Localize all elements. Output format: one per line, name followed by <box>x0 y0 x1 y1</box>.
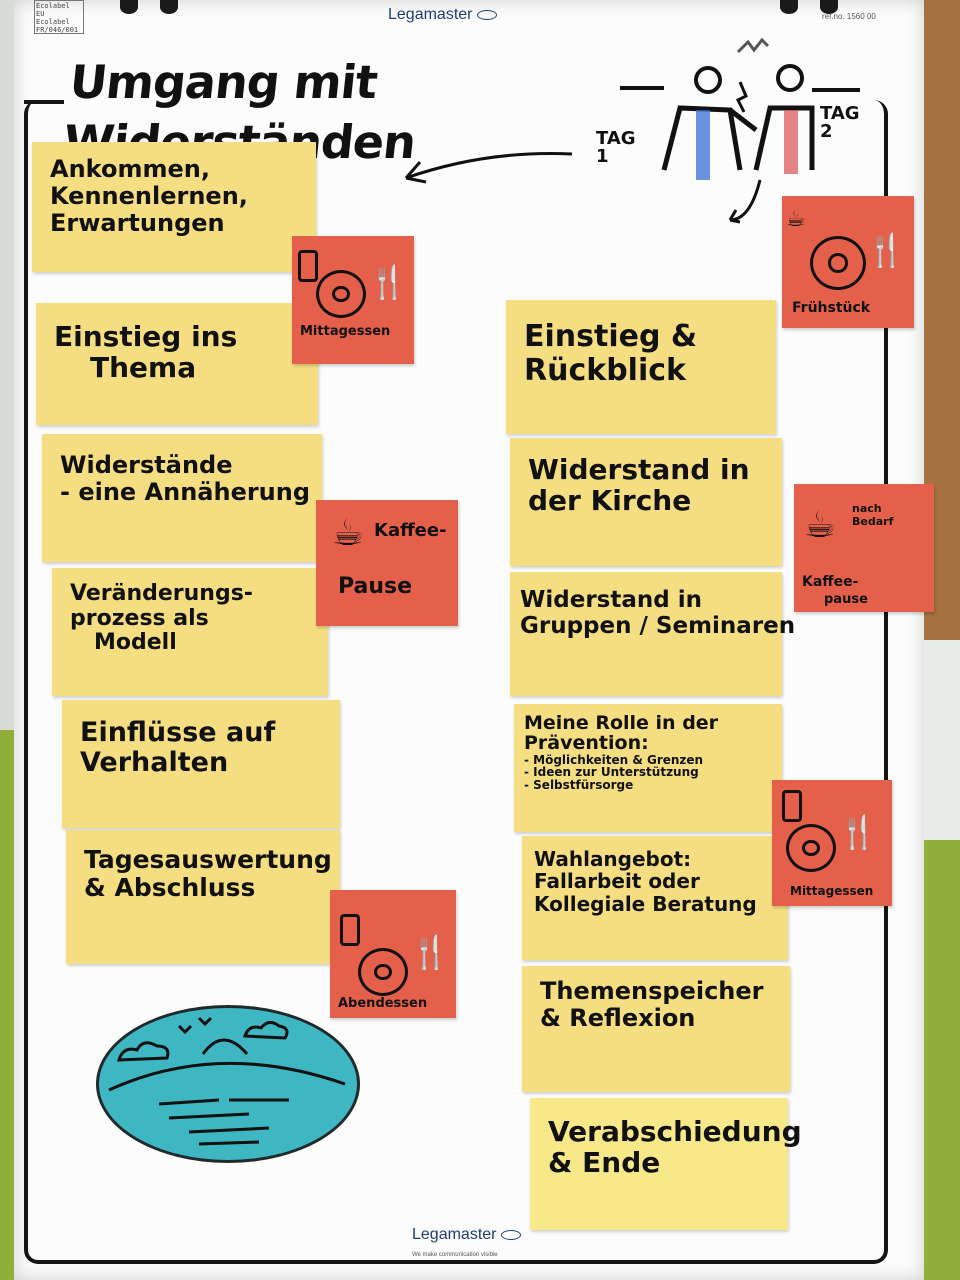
agenda-line: - eine Annäherung <box>60 477 311 506</box>
agenda-line: Widerstände <box>60 451 233 479</box>
agenda-item-left-5: Einflüsse auf Verhalten <box>62 700 340 828</box>
agenda-line: & Abschluss <box>84 873 256 902</box>
agenda-line: Ankommen, <box>50 155 210 183</box>
break-label: Mittagessen <box>300 324 391 339</box>
break-coffee-day1: ☕ Kaffee- Pause <box>316 500 458 626</box>
footer-brand: Legamaster <box>412 1226 521 1244</box>
eye-logo-icon <box>476 9 497 20</box>
agenda-item-right-1: Einstieg & Rückblick <box>506 300 776 434</box>
agenda-item-right-3: Widerstand in Gruppen / Seminaren <box>510 572 796 696</box>
agenda-line: Einstieg & <box>524 319 698 354</box>
agenda-line: & Ende <box>548 1146 661 1180</box>
agenda-line: Rückblick <box>524 352 686 388</box>
punch-hole <box>160 0 178 14</box>
brand-text: Legamaster <box>388 6 473 23</box>
arrow-left-icon <box>404 152 573 184</box>
reference-number: ref.no. 1560 00 <box>822 12 876 21</box>
sunset-drawing <box>108 1016 346 1146</box>
agenda-line: Themenspeicher <box>540 977 764 1005</box>
agenda-line: Tagesauswertung <box>84 845 332 874</box>
agenda-line: Meine Rolle in der <box>524 712 719 734</box>
cutlery-icon: 🍴 <box>410 933 450 971</box>
break-label: Kaffee- <box>802 574 859 590</box>
agenda-item-left-4: Veränderungs- prozess als Modell <box>52 568 328 696</box>
agenda-line: - Selbstfürsorge <box>524 778 634 793</box>
agenda-line: Wahlangebot: <box>534 847 692 871</box>
break-label: nach Bedarf <box>852 502 894 528</box>
plate-cutlery-icon <box>786 824 836 872</box>
agenda-line: Veränderungs- <box>70 581 253 606</box>
agenda-item-right-2: Widerstand in der Kirche <box>510 438 782 566</box>
agenda-line: Verabschiedung <box>548 1115 802 1148</box>
break-label: pause <box>824 592 868 607</box>
agenda-line: Erwartungen <box>50 208 225 237</box>
break-lunch-day1: 🍴 Mittagessen <box>292 236 414 364</box>
punch-hole <box>780 0 798 14</box>
glass-icon <box>782 790 802 822</box>
agenda-line: Einflüsse auf <box>80 717 276 748</box>
agenda-line: - Möglichkeiten & Grenzen <box>524 752 704 767</box>
cutlery-icon: 🍴 <box>838 813 878 851</box>
agenda-frame <box>24 100 888 1264</box>
break-label: Mittagessen <box>790 884 874 898</box>
day2-label: TAG 2 <box>820 103 860 142</box>
agenda-line: der Kirche <box>528 484 692 518</box>
break-label: Pause <box>338 574 413 599</box>
agenda-line: Verhalten <box>80 747 229 779</box>
agenda-line: Einstieg ins <box>54 320 238 353</box>
agenda-line: Widerstand in <box>528 453 750 486</box>
glass-icon <box>340 914 360 946</box>
agenda-line: Kennenlernen, <box>50 181 248 210</box>
break-lunch-day2: 🍴 Mittagessen <box>772 780 892 906</box>
break-label: Kaffee- <box>374 520 447 541</box>
punch-hole <box>820 0 838 14</box>
island-sunset-icon <box>96 1005 360 1163</box>
agenda-line: Fallarbeit oder <box>534 869 700 894</box>
coffee-cup-icon: ☕ <box>332 513 365 554</box>
ecolabel: Ecolabel EU Ecolabel FR/046/001 <box>34 0 84 34</box>
agenda-line: & Reflexion <box>540 1003 696 1032</box>
agenda-line: Gruppen / Seminaren <box>520 612 796 639</box>
agenda-line: prozess als <box>70 605 209 631</box>
coffee-cup-icon: ☕ <box>804 505 837 546</box>
agenda-line: Thema <box>90 351 197 385</box>
agenda-line: Kollegiale Beratung <box>534 891 757 916</box>
stick-figure-icon <box>620 37 860 224</box>
footer-brand-text: Legamaster <box>412 1226 497 1243</box>
punch-hole <box>120 0 138 14</box>
brand-logo: Legamaster <box>388 6 497 24</box>
agenda-item-left-3: Widerstände - eine Annäherung <box>42 434 322 562</box>
agenda-line: Widerstand in <box>520 587 702 613</box>
glass-icon <box>298 250 318 282</box>
break-breakfast: ☕ 🍴 Frühstück <box>782 196 914 328</box>
agenda-item-left-2: Einstieg ins Thema <box>36 303 318 425</box>
break-coffee-day2: ☕ nach Bedarf Kaffee- pause <box>794 484 934 612</box>
agenda-item-left-1: Ankommen, Kennenlernen, Erwartungen <box>32 142 316 272</box>
plate-cutlery-icon <box>810 236 866 290</box>
agenda-item-right-5: Wahlangebot: Fallarbeit oder Kollegiale … <box>522 836 788 960</box>
agenda-line: Prävention: <box>524 731 649 754</box>
footer-tagline: We make communication visible <box>412 1252 498 1258</box>
agenda-line: - Ideen zur Unterstützung <box>524 765 699 780</box>
agenda-item-right-4: Meine Rolle in der Prävention: - Möglich… <box>514 704 782 832</box>
break-dinner: 🍴 Abendessen <box>330 890 456 1018</box>
cutlery-icon: 🍴 <box>368 263 408 301</box>
cutlery-icon: 🍴 <box>866 231 906 269</box>
agenda-frame-top <box>24 100 64 104</box>
coffee-cup-icon: ☕ <box>786 207 806 232</box>
day1-label: TAG 1 <box>596 128 636 167</box>
agenda-item-right-7: Verabschiedung & Ende <box>530 1098 802 1230</box>
break-label: Abendessen <box>338 996 428 1011</box>
agenda-item-left-6: Tagesauswertung & Abschluss <box>66 830 340 964</box>
agenda-item-right-6: Themenspeicher & Reflexion <box>522 966 790 1092</box>
plate-cutlery-icon <box>316 270 366 318</box>
plate-cutlery-icon <box>358 948 408 996</box>
break-label: Frühstück <box>792 300 871 316</box>
eye-logo-icon <box>500 1229 521 1240</box>
agenda-line: Modell <box>94 630 177 656</box>
